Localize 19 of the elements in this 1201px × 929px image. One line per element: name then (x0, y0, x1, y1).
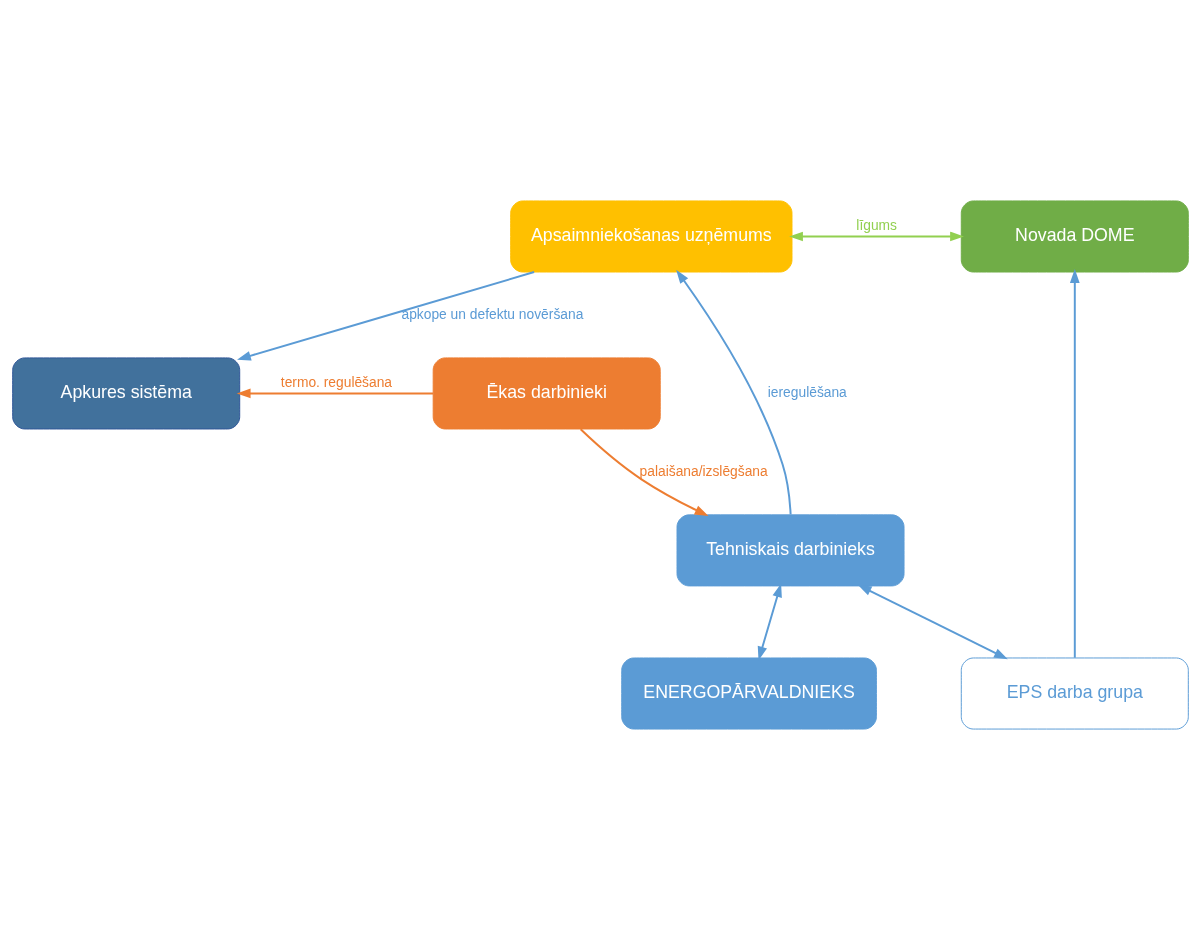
node-box: Apkures sistēma (12, 356, 241, 429)
node-box: ENERGOPĀRVALDNIEKS (621, 657, 877, 730)
node-box: Apsaimniekošanas uzņēmums (510, 199, 793, 272)
arrow (1069, 268, 1080, 659)
arrow (857, 584, 1008, 659)
edge-label: apkope un defektu novēršana (401, 305, 584, 322)
arrow (579, 427, 709, 516)
node-box: Novada DOME (960, 199, 1189, 272)
edge-label: ieregulēšana (767, 383, 847, 400)
arrow (789, 231, 964, 241)
node-box: Tehniskais darbinieks (676, 513, 905, 586)
arrow (236, 388, 435, 398)
arrow (676, 269, 792, 515)
arrow (237, 270, 536, 360)
node-box: Ēkas darbinieki (432, 356, 661, 429)
node-box: EPS darba grupa (960, 657, 1189, 730)
edge-label: palaišana/izslēgšana (639, 462, 768, 479)
edge-label: līgums (856, 216, 897, 233)
edge-label: termo. regulēšana (280, 373, 393, 390)
